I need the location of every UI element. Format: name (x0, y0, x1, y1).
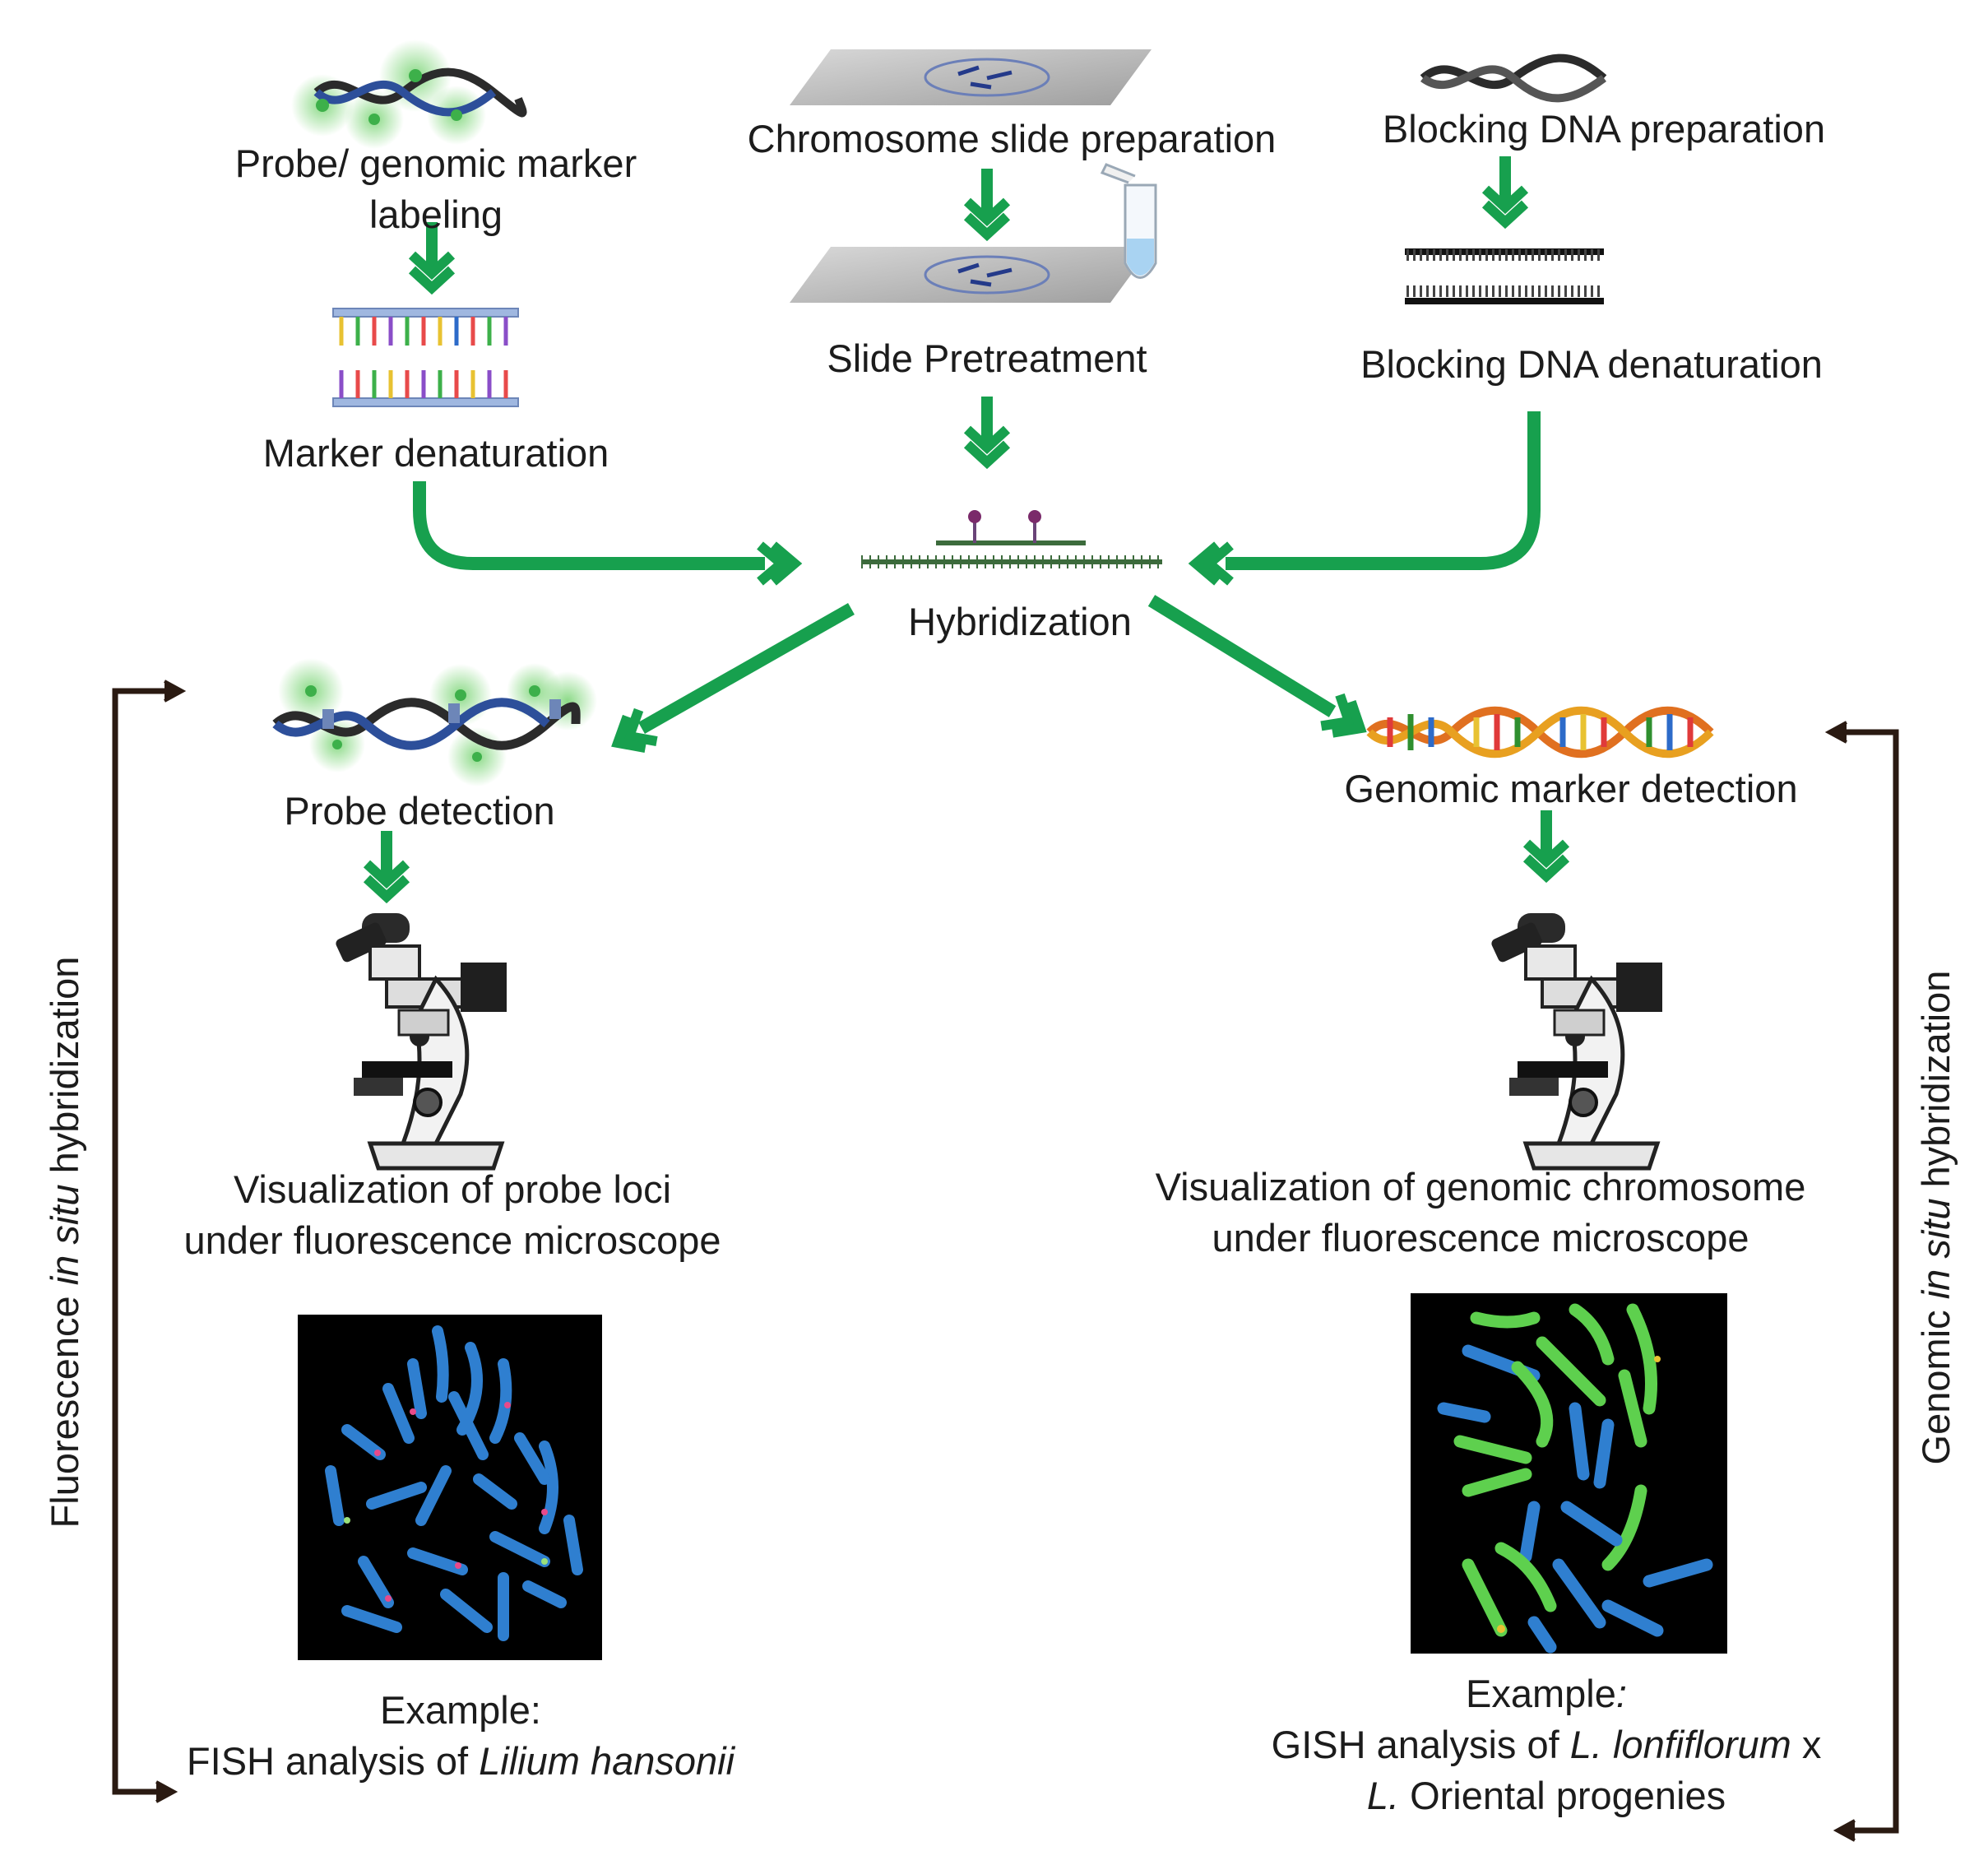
genomic-detection-label: Genomic marker detection (1344, 767, 1798, 810)
probe-labeling-label: Probe/ genomic marker labeling (185, 138, 687, 240)
gish-example-colon: : (1615, 1672, 1627, 1715)
fish-example-text: FISH analysis of Lilium hansonii (107, 1736, 814, 1787)
chromosome-slide-icon (790, 49, 1152, 105)
microtube-icon (1100, 163, 1157, 279)
fish-example-prefix: FISH analysis of (186, 1739, 480, 1783)
gish-example-species1: L. lonfiflorum (1569, 1723, 1791, 1766)
blocking-strands-icon (1405, 248, 1604, 304)
dna-helix-icon (1420, 53, 1607, 103)
probe-detection-label: Probe detection (284, 789, 555, 833)
fish-bracket (112, 680, 187, 1803)
arrow-hybridization-to-genomic-detection (1147, 595, 1369, 744)
fish-example-label: Example: (380, 1688, 541, 1732)
blocking-denaturation-label: Blocking DNA denaturation (1360, 342, 1823, 386)
gish-example-text2: L. Oriental progenies (1152, 1770, 1941, 1821)
hybridization-icon (861, 510, 1162, 568)
gish-example-species2: L. (1366, 1774, 1400, 1817)
gish-example-caption: Example: GISH analysis of L. lonfiflorum… (1152, 1668, 1941, 1821)
arrow-hybridization-to-probe-detection (609, 603, 855, 759)
gish-example-text: GISH analysis of L. lonfiflorum x (1152, 1719, 1941, 1770)
gish-micrograph (1411, 1293, 1727, 1654)
gish-visualization-label: Visualization of genomic chromosome unde… (1086, 1162, 1875, 1264)
pretreatment-slide-icon (790, 247, 1152, 303)
gish-bracket (1824, 721, 1899, 1842)
microscope-icon (1490, 913, 1662, 1168)
arrow-pretreatment-to-hybridization (967, 397, 1007, 462)
fish-visualization-line1: Visualization of probe loci (233, 1167, 672, 1211)
genomic-detection-dna-icon (1366, 706, 1714, 759)
fish-example-species: Lilium hansonii (479, 1739, 735, 1783)
fish-example-caption: Example: FISH analysis of Lilium hansoni… (107, 1685, 814, 1787)
gish-example-label: Example (1466, 1672, 1616, 1715)
fish-visualization-label: Visualization of probe loci under fluore… (123, 1164, 781, 1266)
fish-chromosomes (325, 1325, 583, 1641)
slide-pretreatment-label: Slide Pretreatment (827, 336, 1147, 380)
gish-chromosomes (1437, 1303, 1713, 1654)
probe-labeling-line1: Probe/ genomic marker (234, 141, 637, 185)
hybridization-label: Hybridization (908, 600, 1132, 643)
probe-labeling-line2: labeling (368, 193, 503, 236)
blocking-prep-label: Blocking DNA preparation (1382, 107, 1826, 151)
fish-micrograph (298, 1315, 602, 1660)
gish-example-heading: Example: (1152, 1668, 1941, 1719)
labeled-dna-icon (291, 39, 527, 149)
arrow-blocking-to-hybridization (1196, 411, 1541, 582)
arrow-blocking-prep-to-denaturation (1485, 156, 1525, 222)
fish-side-label: Fluorescence in situ hybridization (43, 957, 86, 1529)
arrow-probe-detection-to-microscope (367, 831, 406, 897)
marker-denaturation-label: Marker denaturation (262, 431, 609, 475)
arrow-genomic-detection-to-microscope (1527, 810, 1566, 876)
microscope-icon (334, 913, 507, 1168)
probe-detection-dna-icon (272, 658, 597, 786)
gish-visualization-line2: under fluorescence microscope (1212, 1216, 1749, 1260)
marker-strands-icon (332, 308, 519, 407)
gish-example-x: x (1791, 1723, 1822, 1766)
gish-side-label: Genomic in situ hybridization (1914, 971, 1958, 1465)
gish-visualization-line1: Visualization of genomic chromosome (1155, 1165, 1806, 1209)
gish-example-suffix: Oriental progenies (1399, 1774, 1726, 1817)
slide-prep-label: Chromosome slide preparation (747, 117, 1277, 160)
gish-example-prefix: GISH analysis of (1271, 1723, 1570, 1766)
fish-visualization-line2: under fluorescence microscope (183, 1218, 721, 1262)
arrow-marker-to-hybridization (413, 481, 795, 582)
arrow-slide-prep-to-pretreatment (967, 169, 1007, 234)
